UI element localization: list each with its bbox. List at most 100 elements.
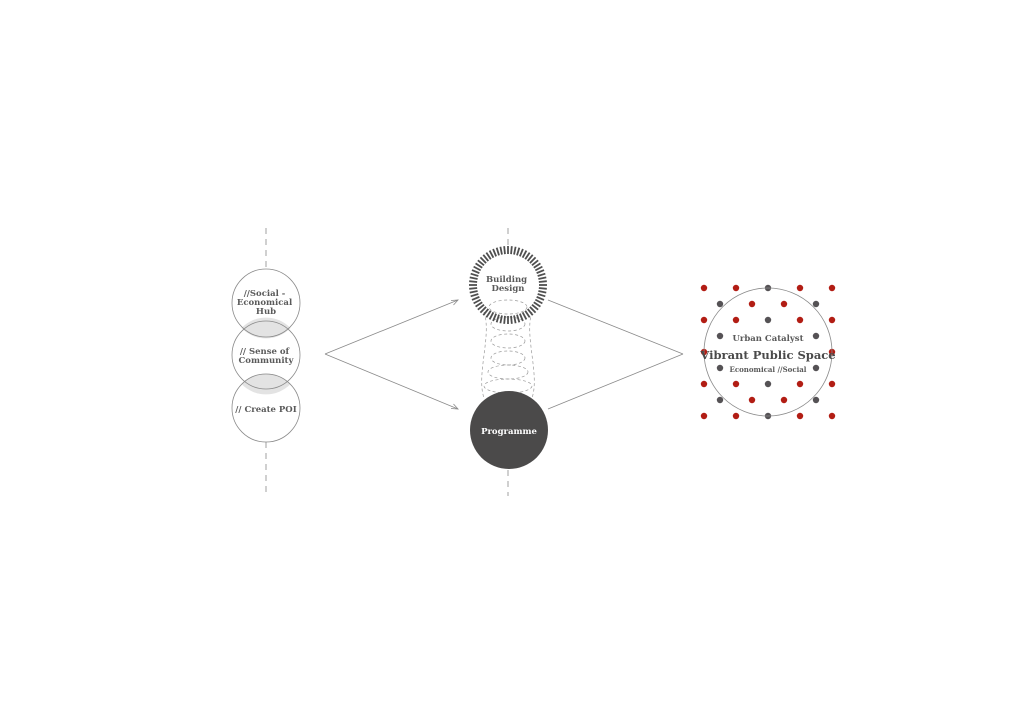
connector-ellipse-6 [483,378,533,394]
connector-right-curve [529,311,535,399]
overlap-lens-lower [241,373,291,395]
sunburst-tick [521,250,528,259]
label-line: Economical [237,298,293,308]
connector-ellipse-4 [490,350,526,366]
sunburst-tick [524,252,531,260]
sunburst-tick [513,246,517,255]
dot-grid [700,284,836,420]
label-building-design: Building Design [486,275,530,294]
label-sense-of-community: // Sense of Community [239,347,295,366]
sunburst-tick [538,287,547,290]
grey-dot [716,396,724,404]
center-column: Building Design Programme [469,228,548,496]
red-dot [796,380,804,388]
sunburst-tick [510,246,513,255]
sunburst-tick [469,290,478,294]
connector-ellipse-2 [490,316,526,332]
circle-sense-of-community [231,320,301,390]
label-urban-catalyst: Urban Catalyst [732,334,803,344]
sunburst-tick [516,247,521,256]
sunburst-tick [499,315,503,324]
grey-dot [716,332,724,340]
sunburst-tick [534,298,543,305]
sunburst-tick [533,301,541,308]
sunburst-tick [471,296,480,301]
sunburst-tick [537,293,546,298]
programme-circle [470,391,548,469]
sunburst-tick [529,306,537,314]
sunburst-tick [488,311,495,320]
grey-dot [812,396,820,404]
red-dot [828,412,836,420]
grey-dot [764,380,772,388]
grey-dot [812,300,820,308]
sunburst-tick [503,315,506,324]
sunburst-tick [479,256,487,264]
sunburst-tick [495,314,500,323]
sunburst-tick [482,308,490,316]
sunburst-tick [526,308,534,316]
sunburst-tick [531,303,539,311]
red-dot [780,300,788,308]
grey-dot [716,300,724,308]
grey-dot [812,364,820,372]
label-line: Community [239,356,295,366]
result-group: Urban Catalyst Vibrant Public Space Econ… [699,284,836,420]
arrow-line-up [324,299,459,355]
sunburst-tick [471,269,480,274]
overlap-lens-upper [241,317,291,339]
sunburst-tick [531,259,539,267]
circle-social-economical-hub [231,268,301,338]
connector-ellipse-5 [487,364,529,380]
sunburst-tick [470,272,479,277]
red-dot [732,316,740,324]
sunburst-tick [516,314,521,323]
sunburst-tick [526,254,534,262]
red-dot [796,316,804,324]
sunburst-tick [469,280,478,283]
sunburst-tick [503,246,506,255]
sunburst-tick [538,280,547,283]
connector-ellipse-3 [490,333,526,349]
result-circle [703,287,833,417]
red-dot [748,300,756,308]
sunburst-tick [534,265,543,272]
red-dot [828,284,836,292]
right-connector-lines [547,299,684,410]
red-dot [796,412,804,420]
label-line: // Create POI [235,405,296,415]
sunburst-tick [469,287,478,290]
sunburst-tick [485,310,492,318]
label-create-poi: // Create POI [235,405,296,415]
red-dot [796,284,804,292]
sunburst-tick [470,293,479,298]
red-dot [732,380,740,388]
sunburst-tick [469,276,478,280]
label-line: Building [486,275,527,285]
sunburst-tick [537,272,546,277]
sunburst-tick [482,254,490,262]
circle-create-poi [231,373,301,443]
building-design-ring [469,246,547,324]
label-line: Design [492,284,525,294]
sunburst-tick [521,311,528,320]
sunburst-tick [473,298,482,305]
sunburst-tick [538,276,547,280]
red-dot [700,412,708,420]
red-dot [828,380,836,388]
grey-dot [812,332,820,340]
sunburst-tick [529,256,537,264]
red-dot [780,396,788,404]
label-line: // Sense of [240,347,291,357]
arrow-line-down [324,353,459,410]
sunburst-tick [513,315,517,324]
sunburst-tick [519,248,524,257]
label-social-economical-hub: //Social - Economical Hub [237,289,295,317]
sunburst-tick [477,259,485,267]
sunburst-tick [519,313,524,322]
sunburst-tick [536,269,545,274]
sunburst-tick [499,246,503,255]
red-dot [700,380,708,388]
line-upper-to-result [547,299,684,355]
sunburst-tick [524,310,531,318]
